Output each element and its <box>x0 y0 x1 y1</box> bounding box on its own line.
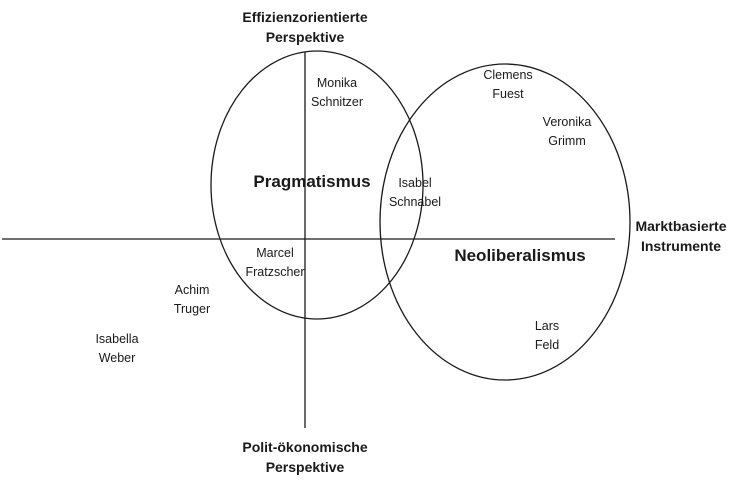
axis-label-top-line2: Perspektive <box>265 29 345 46</box>
axis-label-top-line1: Effizienzorientierte <box>242 9 368 25</box>
person-clemens-fuest: Clemens Fuest <box>473 66 543 104</box>
person-first-name: Isabel <box>398 176 432 190</box>
axis-label-right-line2: Instrumente <box>640 238 722 255</box>
person-first-name: Clemens <box>483 68 533 82</box>
person-isabel-schnabel: Isabel Schnabel <box>377 174 453 212</box>
person-last-name: Schnitzer <box>310 94 364 109</box>
axis-label-right: Marktbasierte Instrumente <box>627 216 735 257</box>
person-last-name: Feld <box>534 337 560 352</box>
person-veronika-grimm: Veronika Grimm <box>532 113 602 151</box>
axis-label-bottom: Polit-ökonomische Perspektive <box>225 437 385 478</box>
axis-label-bottom-line2: Perspektive <box>265 459 345 476</box>
person-marcel-fratzscher: Marcel Fratzscher <box>237 244 313 282</box>
neoliberalism-circle <box>379 63 631 381</box>
axis-label-bottom-line1: Polit-ökonomische <box>242 439 368 455</box>
person-first-name: Monika <box>316 76 358 90</box>
person-last-name: Truger <box>173 301 211 316</box>
person-first-name: Lars <box>534 319 560 333</box>
person-first-name: Achim <box>174 283 210 297</box>
person-first-name: Veronika <box>542 115 592 129</box>
person-last-name: Schnabel <box>388 194 442 209</box>
person-last-name: Grimm <box>548 133 586 148</box>
person-first-name: Isabella <box>95 332 139 346</box>
person-monika-schnitzer: Monika Schnitzer <box>302 74 372 112</box>
axis-label-right-line1: Marktbasierte <box>635 218 727 234</box>
person-last-name: Fuest <box>492 86 524 101</box>
pragmatism-circle <box>210 50 424 320</box>
person-achim-truger: Achim Truger <box>157 281 227 319</box>
person-first-name: Marcel <box>256 246 294 260</box>
axis-label-top: Effizienzorientierte Perspektive <box>225 7 385 48</box>
person-lars-feld: Lars Feld <box>517 317 577 355</box>
neoliberalism-title: Neoliberalismus <box>454 246 586 265</box>
person-isabella-weber: Isabella Weber <box>82 330 152 368</box>
person-last-name: Fratzscher <box>245 264 305 279</box>
person-last-name: Weber <box>98 350 136 365</box>
pragmatism-title: Pragmatismus <box>253 172 371 191</box>
